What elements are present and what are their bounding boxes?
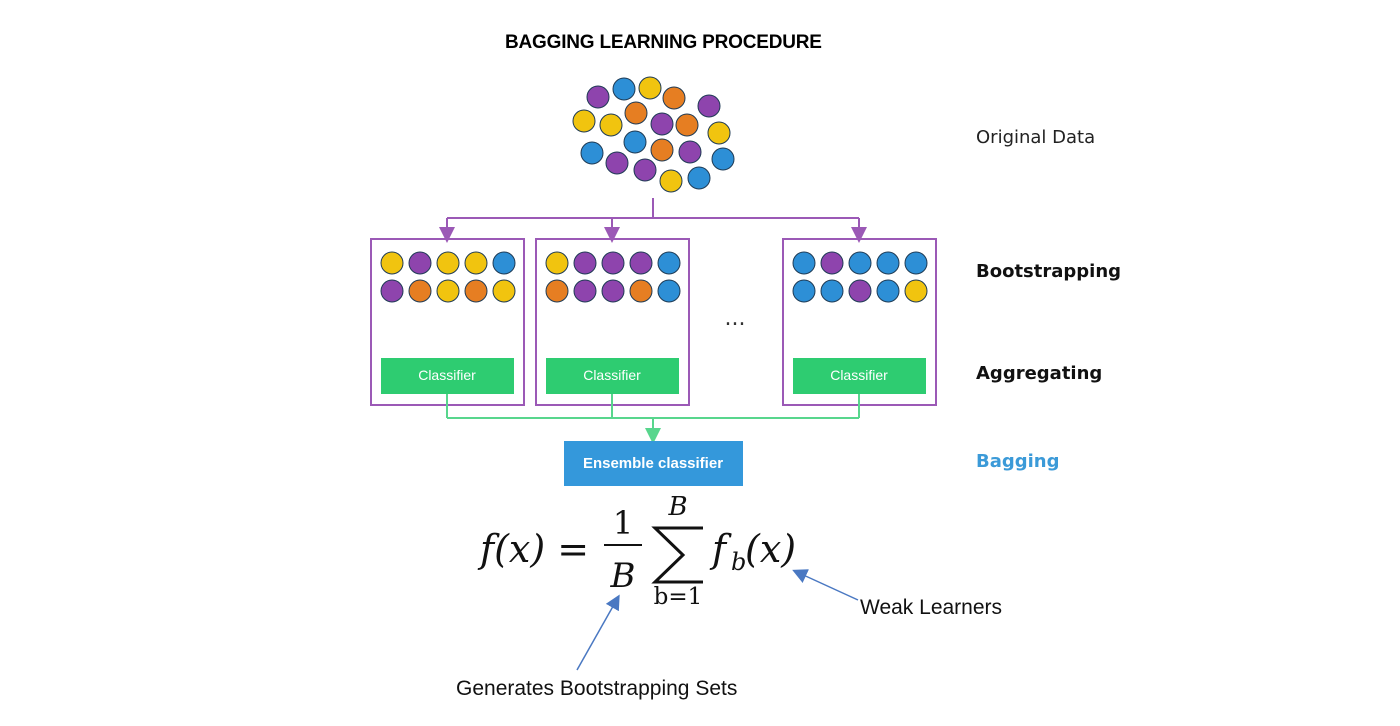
data-point: [624, 101, 648, 125]
sample-point: [408, 279, 432, 303]
bootstrap-box-1: Classifier: [370, 238, 525, 406]
formula-sum-upper: B: [667, 492, 687, 522]
bagging-formula: f(x) = 1 B B b=1 f b (x): [477, 492, 796, 610]
sample-point: [820, 279, 844, 303]
label-bootstrapping: Bootstrapping: [976, 261, 1122, 282]
classifier-3-label: Classifier: [830, 367, 888, 383]
data-point: [707, 121, 731, 145]
data-point: [623, 130, 647, 154]
data-point: [659, 169, 683, 193]
sample-point: [464, 279, 488, 303]
sample-point: [573, 251, 597, 275]
sigma-symbol: [651, 526, 703, 584]
data-point: [675, 113, 699, 137]
formula-denominator: B: [610, 556, 636, 596]
data-point: [612, 77, 636, 101]
sample-point: [380, 251, 404, 275]
sample-point: [657, 251, 681, 275]
annotation-weak-learners: Weak Learners: [860, 596, 1003, 619]
formula-term: f: [709, 527, 732, 571]
original-data-cloud: [572, 76, 735, 193]
data-point: [586, 85, 610, 109]
data-point: [650, 138, 674, 162]
sample-point: [492, 279, 516, 303]
classifier-1: [381, 358, 514, 394]
bootstrap-connector: [439, 198, 867, 243]
bootstrap-sample-2: [545, 251, 681, 303]
sample-point: [380, 279, 404, 303]
data-point: [572, 109, 596, 133]
sample-point: [408, 251, 432, 275]
sample-point: [436, 251, 460, 275]
data-point: [662, 86, 686, 110]
sample-point: [492, 251, 516, 275]
bootstrap-box-3: Classifier: [782, 238, 937, 406]
bootstrap-box-2: Classifier: [535, 238, 690, 406]
formula-sum-lower: b=1: [654, 584, 703, 610]
sample-point: [848, 279, 872, 303]
data-point: [605, 151, 629, 175]
label-original-data: Original Data: [976, 127, 1096, 148]
data-point: [650, 112, 674, 136]
annotation-generates-sets: Generates Bootstrapping Sets: [456, 677, 738, 700]
classifier-2: [546, 358, 679, 394]
sample-point: [876, 251, 900, 275]
classifier-2-label: Classifier: [583, 367, 641, 383]
weak-learners-arrow: [792, 569, 859, 601]
generates-sets-arrow: [576, 594, 620, 671]
formula-numerator: 1: [613, 504, 633, 542]
sample-point: [436, 279, 460, 303]
sample-point: [601, 279, 625, 303]
bootstrap-sample-1: [380, 251, 516, 303]
sample-point: [904, 251, 928, 275]
sample-point: [876, 279, 900, 303]
data-point: [580, 141, 604, 165]
ellipsis: ...: [725, 306, 746, 331]
classifier-1-label: Classifier: [418, 367, 476, 383]
sample-point: [904, 279, 928, 303]
sample-point: [848, 251, 872, 275]
data-point: [633, 158, 657, 182]
data-point: [697, 94, 721, 118]
sample-point: [601, 251, 625, 275]
formula-lhs: f(x) =: [477, 527, 589, 571]
classifier-3: [793, 358, 926, 394]
label-bagging: Bagging: [976, 451, 1060, 472]
bootstrap-sample-3: [792, 251, 928, 303]
sample-point: [657, 279, 681, 303]
sample-point: [629, 279, 653, 303]
sample-point: [545, 251, 569, 275]
ensemble-classifier: [564, 441, 743, 486]
data-point: [638, 76, 662, 100]
sample-point: [545, 279, 569, 303]
data-point: [687, 166, 711, 190]
diagram-title: BAGGING LEARNING PROCEDURE: [505, 32, 822, 53]
sample-point: [792, 279, 816, 303]
sample-point: [629, 251, 653, 275]
sample-point: [464, 251, 488, 275]
aggregation-connector: [446, 394, 860, 444]
sample-point: [820, 251, 844, 275]
data-point: [678, 140, 702, 164]
formula-term-arg: (x): [745, 527, 796, 571]
data-point: [711, 147, 735, 171]
formula-term-sub: b: [731, 548, 746, 576]
label-aggregating: Aggregating: [976, 363, 1103, 384]
ensemble-label: Ensemble classifier: [583, 455, 723, 472]
sample-point: [573, 279, 597, 303]
sample-point: [792, 251, 816, 275]
data-point: [599, 113, 623, 137]
